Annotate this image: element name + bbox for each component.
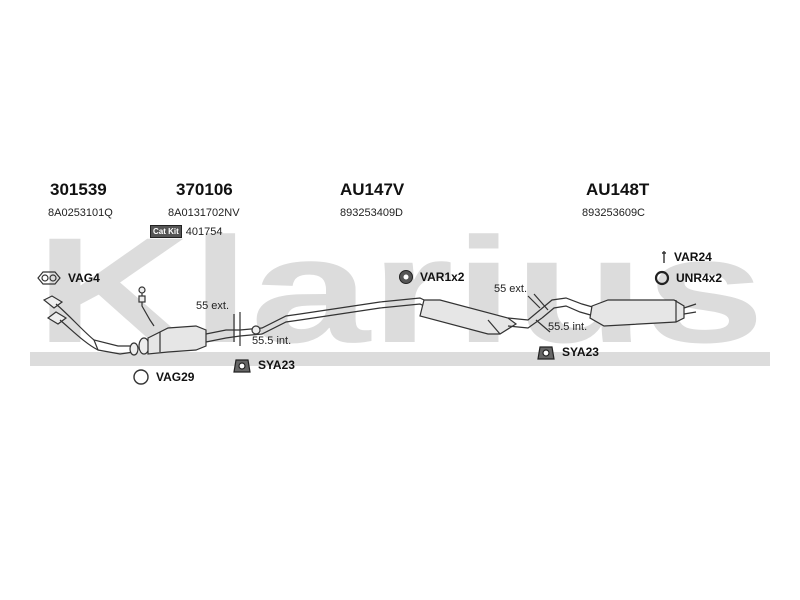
- fitting-vag4[interactable]: VAG4: [36, 270, 100, 286]
- fitting-label: SYA23: [562, 345, 599, 359]
- measurement-front-ext: 55 ext.: [196, 300, 230, 312]
- gasket-icon: [37, 271, 61, 285]
- ring-icon: [133, 369, 149, 385]
- joint-markers: [233, 293, 551, 346]
- measurement-rear-ext: 55 ext.: [494, 283, 528, 295]
- measurement-rear-int: 55.5 int.: [548, 321, 588, 333]
- part-number-au148t[interactable]: AU148T: [586, 180, 650, 199]
- fitting-label: VAR24: [674, 250, 712, 264]
- part-number-301539[interactable]: 301539: [50, 180, 107, 199]
- rubber-mount-icon: [233, 359, 251, 373]
- fitting-label: SYA23: [258, 358, 295, 372]
- rear-silencer-au148t: [539, 297, 697, 327]
- part-number-370106[interactable]: 370106: [176, 180, 233, 199]
- catalytic-converter-370106: [138, 286, 241, 355]
- clip-icon: [662, 251, 666, 263]
- cat-kit-badge: Cat Kit: [150, 225, 182, 238]
- fitting-var1x2[interactable]: VAR1x2: [398, 269, 464, 285]
- fitting-var24[interactable]: VAR24: [660, 250, 712, 264]
- fitting-sya23-rear[interactable]: SYA23: [536, 343, 599, 361]
- part-number-au147v[interactable]: AU147V: [340, 180, 405, 199]
- fitting-label: VAG4: [68, 271, 100, 285]
- oem-number-8a0131702nv: 8A0131702NV: [168, 207, 240, 219]
- ring-icon: [654, 270, 670, 286]
- rubber-ring-icon: [399, 270, 413, 284]
- fitting-label: VAR1x2: [420, 270, 465, 284]
- fitting-vag29[interactable]: VAG29: [132, 368, 194, 386]
- measurement-front-int: 55.5 int.: [252, 335, 292, 347]
- oem-number-8a0253101q: 8A0253101Q: [48, 207, 113, 219]
- fitting-sya23-front[interactable]: SYA23: [232, 356, 295, 374]
- fitting-label: VAG29: [156, 370, 195, 384]
- rubber-mount-icon: [537, 346, 555, 360]
- fitting-label: UNR4x2: [676, 271, 723, 285]
- oem-number-893253409d: 893253409D: [340, 207, 404, 219]
- downpipe-301539: [42, 295, 139, 356]
- oem-number-893253609c: 893253609C: [582, 207, 646, 219]
- fitting-unr4x2[interactable]: UNR4x2: [654, 270, 722, 286]
- cat-kit-number[interactable]: 401754: [185, 225, 223, 238]
- cat-kit-row: Cat Kit 401754: [150, 225, 223, 238]
- centre-silencer-au147v: [239, 297, 543, 337]
